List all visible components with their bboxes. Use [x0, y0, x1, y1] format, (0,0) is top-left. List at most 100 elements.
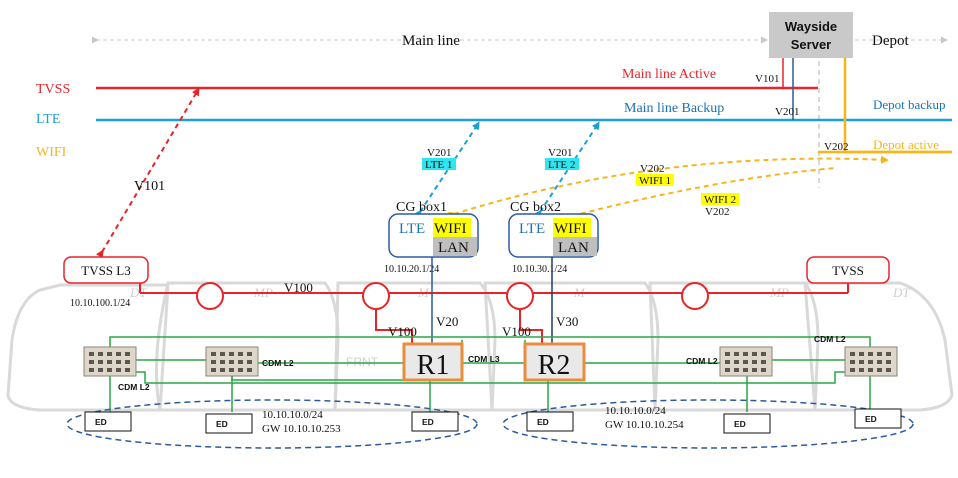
- main-line-backup-label: Main line Backup: [624, 101, 724, 116]
- cdm-switch-4-port: [761, 368, 766, 372]
- cdm-switch-2-port: [229, 352, 234, 356]
- cdm-switch-2-port: [229, 368, 234, 372]
- cdm-switch-2-port: [229, 360, 234, 364]
- wifi1-tag: [636, 174, 674, 186]
- cdm-switch-5-port: [859, 360, 864, 364]
- router-r1-label: R1: [417, 350, 450, 381]
- v202-wifi1-label: V202: [640, 163, 664, 175]
- ed-4-box[interactable]: [526, 411, 574, 432]
- cdm-switch-2-port: [247, 352, 252, 356]
- tvss-wireless-link: [96, 87, 200, 259]
- cdm-switch-2[interactable]: [205, 346, 259, 377]
- right-subnet-gw: GW 10.10.10.254: [605, 419, 684, 431]
- wifi1-wireless-link: [448, 155, 889, 220]
- router-r1[interactable]: R1: [402, 342, 464, 382]
- v202-wifi2-label: V202: [705, 206, 729, 218]
- v201-box1-label: V201: [427, 147, 451, 159]
- cdm-switch-1-port: [125, 352, 130, 356]
- header: Main line Depot Wayside Server: [92, 12, 948, 188]
- cdm-switch-2-port: [220, 368, 225, 372]
- cdm-switch-2-port: [220, 360, 225, 364]
- cdm-switch-1-port: [107, 360, 112, 364]
- wifi2-tag-text: WIFI 2: [704, 194, 736, 206]
- cdm-switch-5-port: [850, 352, 855, 356]
- cdm-switch-4-port: [743, 352, 748, 356]
- cg-box1-ip: 10.10.20.1/24: [384, 264, 439, 275]
- tvss-l3-box[interactable]: [63, 256, 149, 284]
- cdm-switch-4-port: [743, 368, 748, 372]
- cdm-switch-1-port: [116, 368, 121, 372]
- ed-3-box[interactable]: [411, 411, 459, 432]
- ed-subnets: 10.10.10.0/24 GW 10.10.10.253 10.10.10.0…: [66, 399, 914, 449]
- legend: TVSS LTE WIFI: [36, 82, 70, 160]
- v101-link-label: V101: [134, 179, 165, 194]
- legend-wifi: WIFI: [36, 145, 67, 160]
- cdm-switch-4-port: [752, 352, 757, 356]
- eth-bottom: [136, 371, 845, 384]
- cg-box1-lan-bg: [433, 237, 477, 256]
- cdm-switch-2-port: [238, 368, 243, 372]
- cg-box1[interactable]: CG box1 LTE WIFI LAN: [388, 200, 479, 258]
- right-subnet-net: 10.10.10.0/24: [605, 405, 666, 417]
- cdm-switch-4-port: [725, 360, 730, 364]
- cdm-switch-2-port: [238, 360, 243, 364]
- cdm-switch-4-port: [743, 360, 748, 364]
- server-v202-label: V202: [824, 141, 848, 153]
- cdm-switch-2-port: [211, 368, 216, 372]
- wireless-links: [96, 87, 889, 259]
- lte1-tag: [422, 158, 456, 170]
- ed-1-box[interactable]: [84, 411, 132, 432]
- tvss-box[interactable]: [806, 256, 890, 284]
- cdm-switch-5-port: [850, 360, 855, 364]
- cdm-l2-d-label: CDM L2: [814, 334, 846, 344]
- cdm-switch-4-port: [725, 368, 730, 372]
- tvss-node-1: [196, 282, 224, 310]
- ed-2-box[interactable]: [205, 413, 253, 434]
- cdm-switch-5-port: [868, 368, 873, 372]
- main-line-active-label: Main line Active: [622, 67, 716, 82]
- cdm-switch-1-port: [125, 360, 130, 364]
- cdm-switch-1-port: [89, 368, 94, 372]
- cdm-switch-4-port: [734, 352, 739, 356]
- v30-label: V30: [556, 314, 578, 329]
- legend-lte: LTE: [36, 112, 60, 127]
- cdm-switch-1[interactable]: [83, 346, 137, 377]
- cdm-l3-label: CDM L3: [468, 354, 500, 364]
- cg-box2-lan-bg: [553, 237, 597, 256]
- eth-top: [109, 336, 871, 347]
- cg-box2[interactable]: CG box2 LTE WIFI LAN: [508, 200, 599, 258]
- ed-5-box[interactable]: [723, 413, 771, 434]
- cdm-switch-5-port: [886, 368, 891, 372]
- left-subnet-net: 10.10.10.0/24: [262, 409, 323, 421]
- car-dt-left: [6, 283, 170, 412]
- legend-tvss: TVSS: [36, 82, 70, 97]
- tvss-node-2: [362, 282, 390, 310]
- cdm-switch-5-port: [850, 368, 855, 372]
- cdm-switch-4-port: [752, 368, 757, 372]
- ed-4-label: ED: [537, 417, 549, 427]
- cdm-switch-4-port: [761, 360, 766, 364]
- cdm-switch-5-port: [868, 352, 873, 356]
- wayside-server-box[interactable]: [769, 12, 853, 58]
- lte1-tag-text: LTE 1: [425, 159, 452, 171]
- depot-backup-label: Depot backup: [873, 97, 946, 112]
- cdm-switch-2-port: [247, 368, 252, 372]
- tvss-l3-ip: 10.10.100.1/24: [70, 298, 130, 309]
- wireless-labels: V101 V201 LTE 1 V201 LTE 2 V202 WIFI 1 W…: [134, 147, 739, 218]
- ed-6-box[interactable]: [854, 408, 902, 429]
- cdm-switch-4[interactable]: [719, 346, 773, 377]
- router-r2-label: R2: [538, 350, 571, 381]
- router-r2[interactable]: R2: [523, 342, 586, 382]
- car-label-dt-left: DT: [129, 285, 147, 300]
- router-r1-frame: [402, 342, 464, 382]
- cg-box1-wifi-bg: [433, 218, 471, 237]
- cdm-switch-1-port: [89, 360, 94, 364]
- cdm-switch-5[interactable]: [844, 346, 898, 377]
- cg-box2-wifi: WIFI: [554, 221, 587, 237]
- car-label-dt-right: DT: [892, 285, 910, 300]
- server-v101-label: V101: [755, 73, 779, 85]
- depot-label: Depot: [872, 33, 909, 49]
- left-subnet-gw: GW 10.10.10.253: [262, 423, 341, 435]
- cdm-switch-1-port: [116, 352, 121, 356]
